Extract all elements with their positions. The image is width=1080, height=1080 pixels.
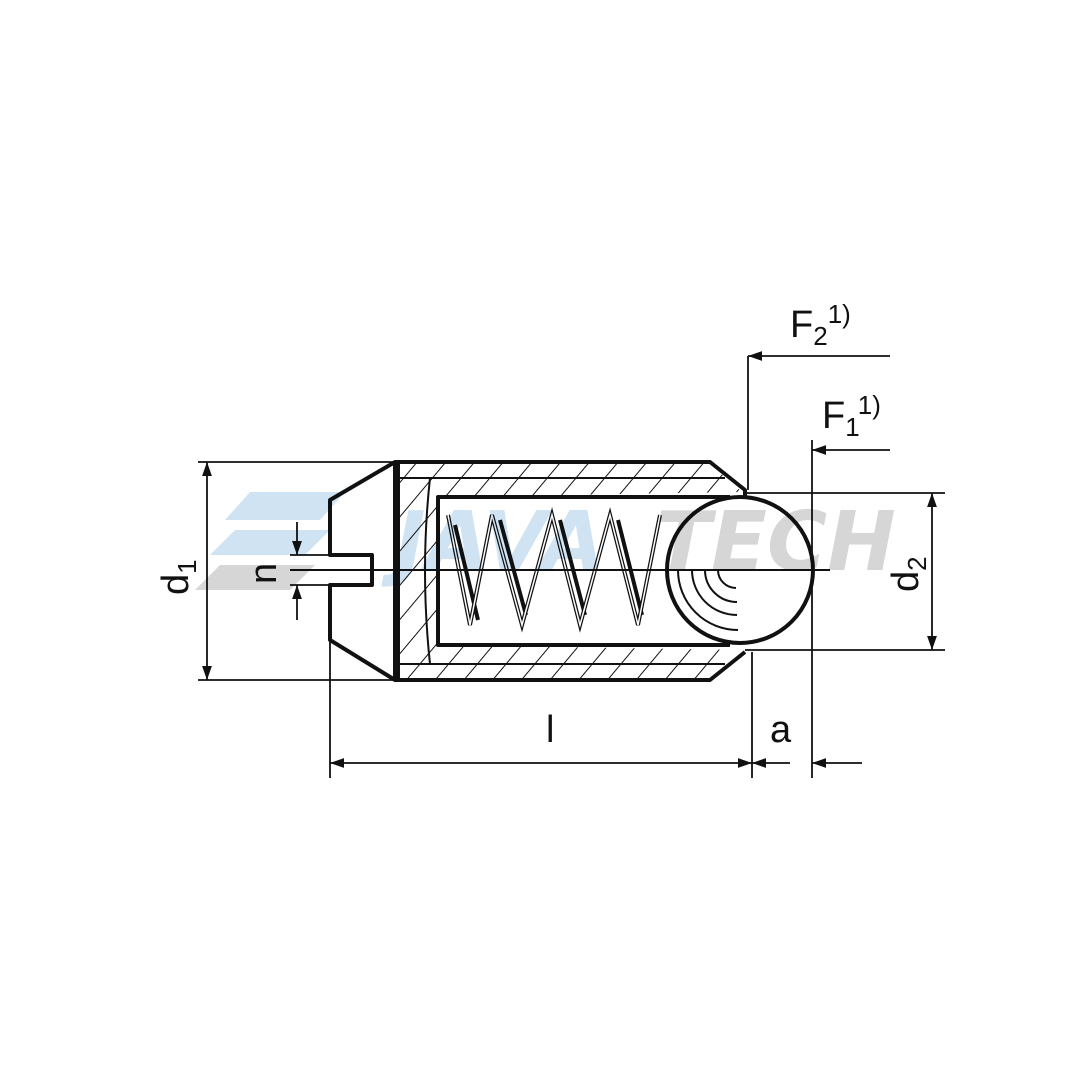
- watermark-text-b: TECH: [655, 495, 896, 590]
- label-a: a: [770, 709, 792, 751]
- label-F2: F21): [790, 299, 851, 351]
- spring-inner: [447, 512, 661, 628]
- hatching: [398, 464, 742, 680]
- label-n: n: [243, 563, 285, 584]
- ball-shading: [677, 569, 739, 631]
- label-F1: F11): [822, 390, 881, 442]
- label-d2: d2: [885, 556, 932, 592]
- watermark-text-a: JAVA: [381, 495, 605, 590]
- label-l: l: [546, 709, 554, 751]
- label-d1: d1: [155, 559, 202, 595]
- watermark-logo: JAVA TECH: [195, 492, 896, 590]
